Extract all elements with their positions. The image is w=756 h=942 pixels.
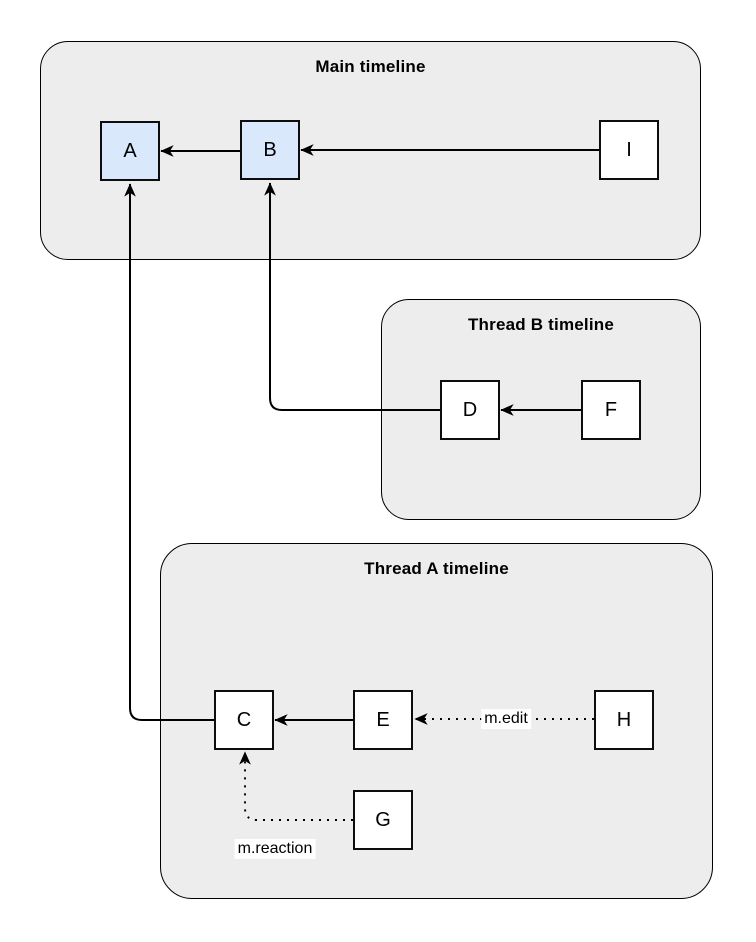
container-thread-b-timeline: Thread B timeline (381, 299, 701, 520)
edge-label-m-edit: m.edit (481, 709, 531, 729)
node-B: B (240, 120, 300, 180)
edge-label-m-reaction: m.reaction (234, 839, 316, 859)
node-F: F (581, 380, 641, 440)
node-A: A (100, 121, 160, 181)
node-G: G (353, 790, 413, 850)
container-title-thread-b-timeline: Thread B timeline (467, 315, 615, 334)
node-H: H (594, 690, 654, 750)
container-title-main-timeline: Main timeline (315, 57, 426, 76)
node-I: I (599, 120, 659, 180)
container-title-thread-a-timeline: Thread A timeline (364, 559, 509, 578)
node-E: E (353, 690, 413, 750)
node-C: C (214, 690, 274, 750)
node-D: D (440, 380, 500, 440)
